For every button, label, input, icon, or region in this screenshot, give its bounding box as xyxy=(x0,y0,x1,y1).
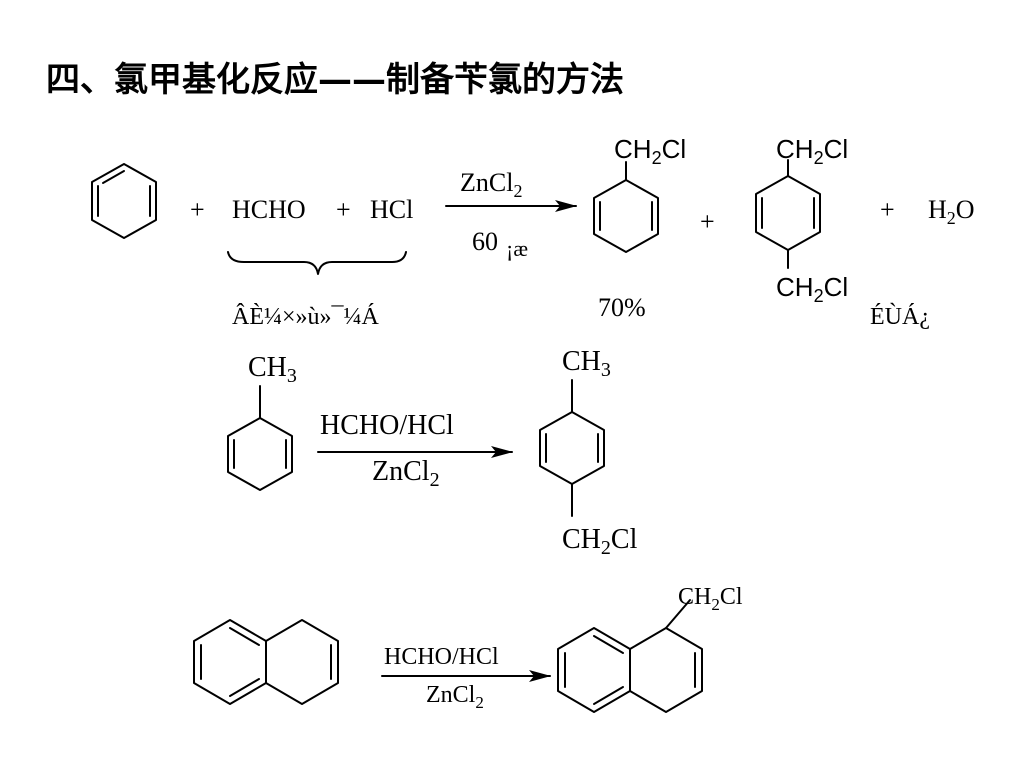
hcl-label: HCl xyxy=(370,195,413,224)
formaldehyde-label: HCHO xyxy=(232,195,306,224)
benzene-structure xyxy=(91,163,157,239)
catalyst-label: ZnCl2 xyxy=(426,682,484,712)
reaction-2: CH3 HCHO/HCl ZnCl2 CH3 CH2Cl xyxy=(227,346,638,559)
reaction-3: HCHO/HCl ZnCl2 CH2Cl xyxy=(193,584,743,713)
product1-substituent: CH2Cl xyxy=(614,134,686,168)
reagent-brace xyxy=(227,251,407,275)
benzyl-chloride-structure xyxy=(593,161,659,253)
yield-label: 70% xyxy=(598,293,646,322)
product-methyl-substituent: CH3 xyxy=(562,346,611,381)
reagent-label: HCHO/HCl xyxy=(384,644,499,670)
methylbenzyl-chloride-structure xyxy=(539,379,605,517)
reaction-1: + HCHO + HCl ÂÈ¼×»ù»¯¼Á ZnCl2 60 ¡æ CH2C… xyxy=(91,134,975,330)
plus-sign: + xyxy=(700,207,715,236)
product-chloromethyl-substituent: CH2Cl xyxy=(562,524,638,559)
bis-chloromethyl-benzene-structure xyxy=(755,159,821,269)
temperature-value: 60 xyxy=(472,227,498,256)
brace-label: ÂÈ¼×»ù»¯¼Á xyxy=(232,304,380,330)
temperature-unit: ¡æ xyxy=(506,236,528,261)
methyl-substituent: CH3 xyxy=(248,352,297,387)
catalyst-label: ZnCl2 xyxy=(372,456,440,491)
page-title: 四、氯甲基化反应——制备苄氯的方法 xyxy=(46,60,624,100)
naphthalene-structure xyxy=(193,619,339,705)
reagent-label: HCHO/HCl xyxy=(320,410,454,441)
product2-amount-label: ÉÙÁ¿ xyxy=(870,303,930,330)
product-chloromethyl-substituent: CH2Cl xyxy=(678,584,743,614)
product2-bottom-substituent: CH2Cl xyxy=(776,272,848,306)
plus-sign: + xyxy=(880,195,895,224)
product2-top-substituent: CH2Cl xyxy=(776,134,848,168)
water-label: H2O xyxy=(928,195,975,228)
plus-sign: + xyxy=(190,195,205,224)
catalyst-label: ZnCl2 xyxy=(460,168,522,201)
plus-sign: + xyxy=(336,195,351,224)
chloromethyl-naphthalene-structure xyxy=(557,599,703,713)
toluene-structure xyxy=(227,385,293,491)
